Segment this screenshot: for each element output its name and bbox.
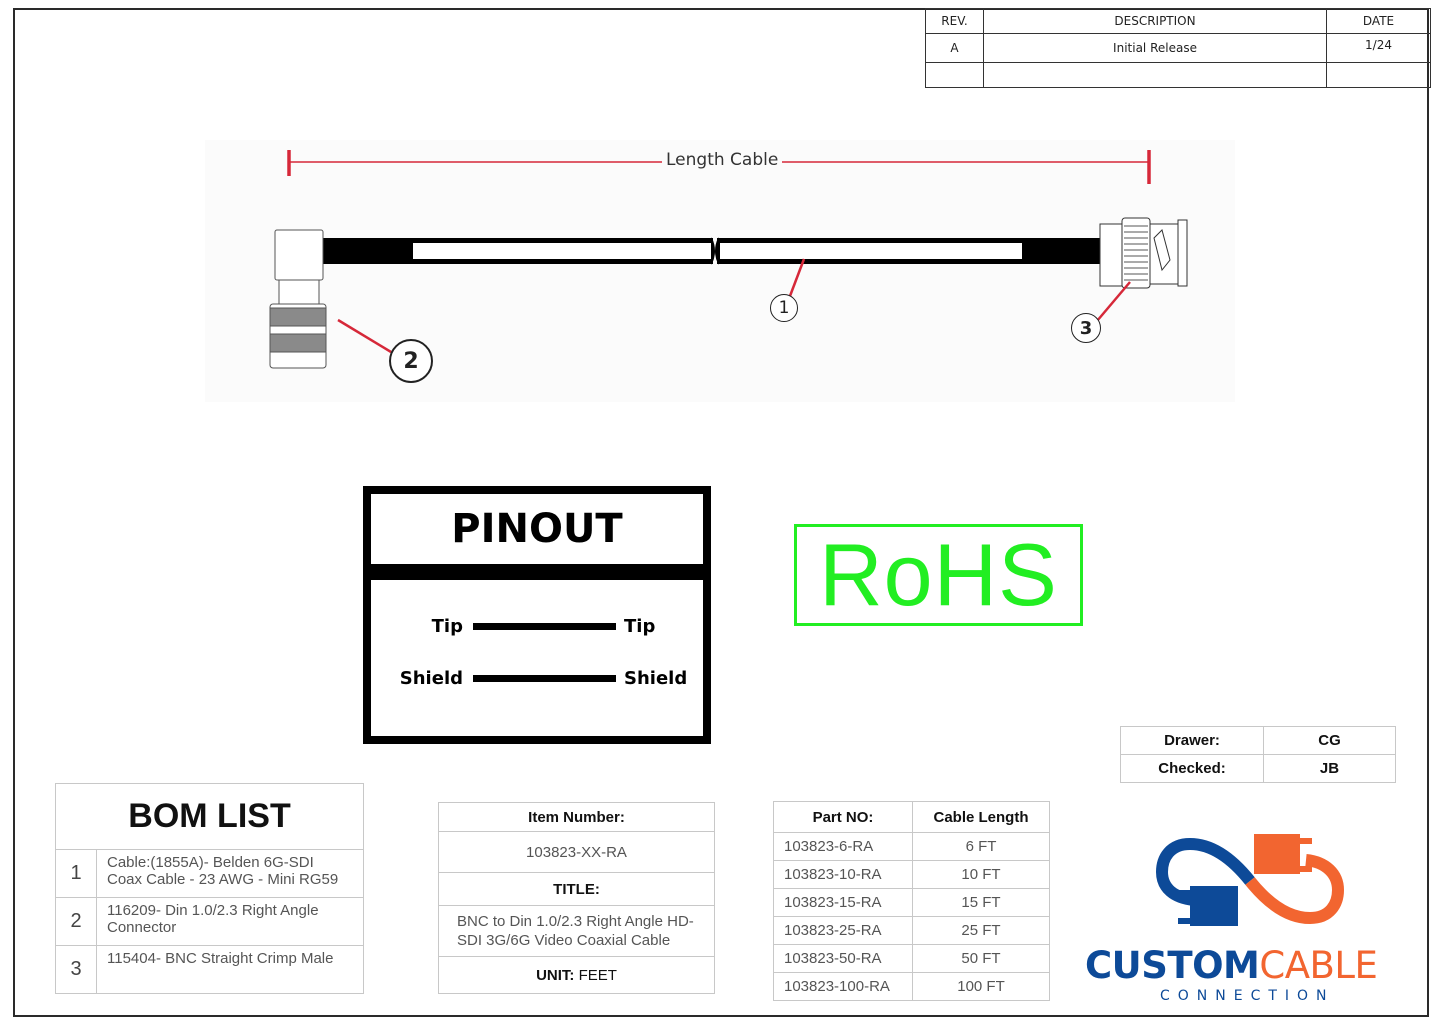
pin-wire	[473, 675, 616, 682]
pin-wire	[473, 623, 616, 630]
part-number: 103823-100-RA	[773, 972, 913, 1001]
part-number: 103823-25-RA	[773, 916, 913, 945]
drawer-value: CG	[1263, 726, 1396, 755]
rev-value-empty	[925, 62, 984, 88]
cable-length: 6 FT	[912, 832, 1050, 861]
unit-value: FEET	[578, 966, 617, 984]
cable-illustration	[269, 150, 1188, 369]
length-cable-label: Length Cable	[662, 150, 783, 170]
callout-3: 3	[1071, 313, 1101, 343]
cable-length-header: Cable Length	[912, 801, 1050, 833]
item-number-value: 103823-XX-RA	[438, 831, 715, 873]
unit-row: UNIT: FEET	[438, 956, 715, 994]
checked-label: Checked:	[1120, 754, 1264, 783]
cable-length: 10 FT	[912, 860, 1050, 889]
drawer-label: Drawer:	[1120, 726, 1264, 755]
item-info-table: Item Number: 103823-XX-RA TITLE: BNC to …	[438, 802, 715, 994]
pinout-row-shield: Shield Shield	[371, 668, 703, 689]
pin-right-label: Tip	[624, 616, 656, 637]
part-number: 103823-10-RA	[773, 860, 913, 889]
part-number: 103823-50-RA	[773, 944, 913, 973]
cable-length: 50 FT	[912, 944, 1050, 973]
part-number: 103823-15-RA	[773, 888, 913, 917]
logo-subtitle: CONNECTION	[1160, 988, 1335, 1004]
part-number: 103823-6-RA	[773, 832, 913, 861]
item-number-label: Item Number:	[438, 802, 715, 832]
title-label: TITLE:	[438, 872, 715, 906]
revision-table: REV. DESCRIPTION DATE A Initial Release …	[925, 8, 1431, 88]
callout-1: 1	[770, 294, 798, 322]
bnc-connector	[1099, 217, 1188, 289]
drawing-frame	[13, 8, 1429, 1017]
bom-item-number: 2	[55, 897, 97, 946]
bom-item-number: 1	[55, 849, 97, 898]
din-connector	[269, 229, 327, 369]
cable-length: 25 FT	[912, 916, 1050, 945]
date-header: DATE	[1326, 8, 1431, 34]
cable-length: 15 FT	[912, 888, 1050, 917]
pin-left-label: Shield	[399, 668, 463, 689]
part-no-header: Part NO:	[773, 801, 913, 833]
rohs-badge: RoHS	[794, 524, 1083, 626]
unit-label: UNIT:	[536, 966, 575, 984]
pinout-title: PINOUT	[371, 494, 703, 580]
bom-item-number: 3	[55, 945, 97, 994]
cable-drawing	[205, 140, 1235, 402]
date-value: 1/24	[1326, 33, 1431, 63]
description-header: DESCRIPTION	[983, 8, 1327, 34]
bom-title: BOM LIST	[55, 783, 364, 850]
bom-item-description: 115404- BNC Straight Crimp Male	[96, 945, 364, 994]
bom-row: 3 115404- BNC Straight Crimp Male	[55, 945, 364, 994]
date-value-empty	[1326, 62, 1431, 88]
pinout-box: PINOUT Tip Tip Shield Shield	[363, 486, 711, 744]
logo-infinity-cable-icon	[1155, 834, 1345, 926]
pin-left-label: Tip	[431, 616, 463, 637]
pin-right-label: Shield	[624, 668, 688, 689]
checked-value: JB	[1263, 754, 1396, 783]
logo-wordmark: CUSTOMCABLE	[1085, 944, 1378, 987]
cable-length: 100 FT	[912, 972, 1050, 1001]
title-value: BNC to Din 1.0/2.3 Right Angle HD-SDI 3G…	[438, 905, 715, 957]
callout-2: 2	[389, 339, 433, 383]
pinout-row-tip: Tip Tip	[371, 616, 703, 637]
signoff-table: Drawer: CG Checked: JB	[1120, 726, 1396, 783]
